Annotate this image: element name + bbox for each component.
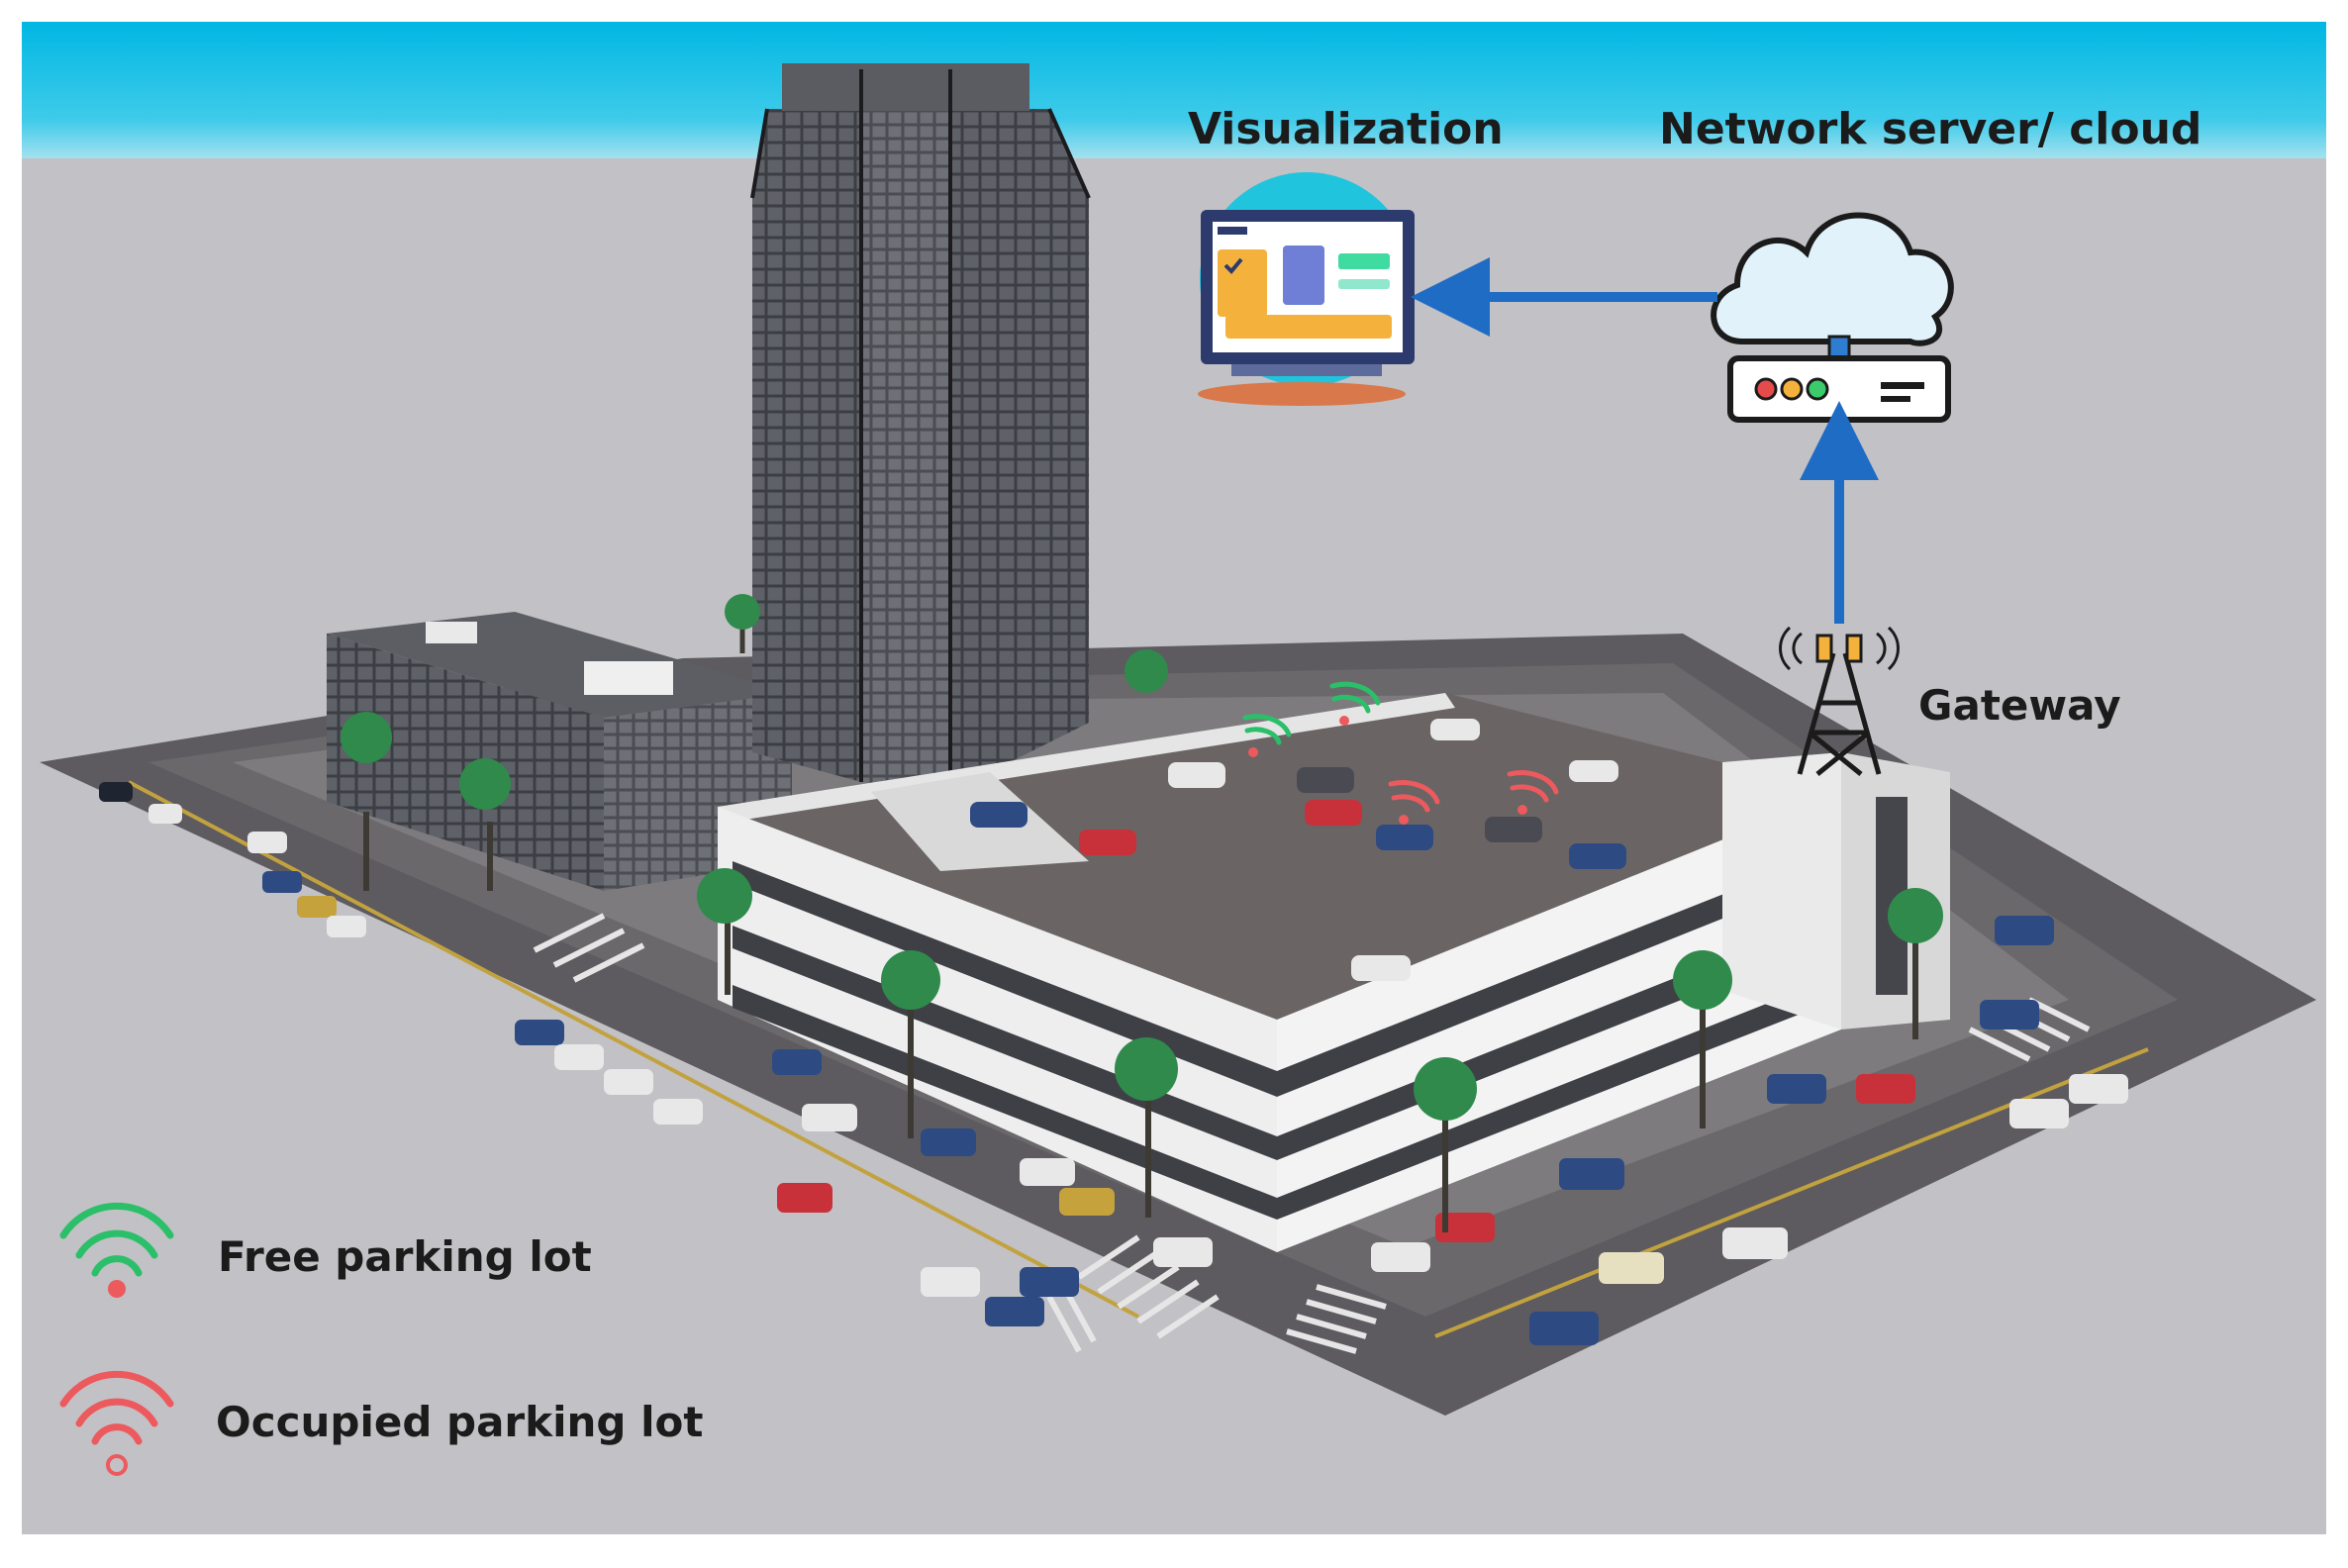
legend-free-label: Free parking lot [218,1232,592,1281]
roof-unit [426,622,477,643]
office-building-front [327,634,604,891]
road-yellow-line [1434,1047,2149,1338]
roof-signal-free [1329,681,1381,726]
legend-free-signal-icon [59,1202,174,1298]
palm-trees [341,594,1943,1232]
visualization-label: Visualization [1188,104,1504,154]
tower-edges [750,69,1091,792]
cars [99,719,2128,1345]
gateway-tower-icon [1779,626,1900,776]
stair-tower-front [1722,752,1841,1029]
roof-signal-occupied [1507,770,1559,815]
roof-signal-free [1242,714,1292,757]
tower-left-face [752,109,861,782]
sky-band [22,22,2326,162]
network-server-label: Network server/ cloud [1659,104,2202,154]
tower-mid-face [861,109,950,792]
legend-occupied-signal-icon [59,1370,174,1476]
tower-top [782,63,1029,111]
gateway-label: Gateway [1918,681,2121,730]
legend-occupied-label: Occupied parking lot [216,1398,704,1446]
cloud-server-icon [1711,212,1954,423]
road-yellow-line [128,780,1139,1319]
tower-right-face [950,109,1089,792]
roof-signal-occupied [1388,780,1440,825]
roof-unit [584,661,673,695]
dashboard-monitor-icon [1198,172,1415,406]
crosswalks [533,913,2091,1354]
